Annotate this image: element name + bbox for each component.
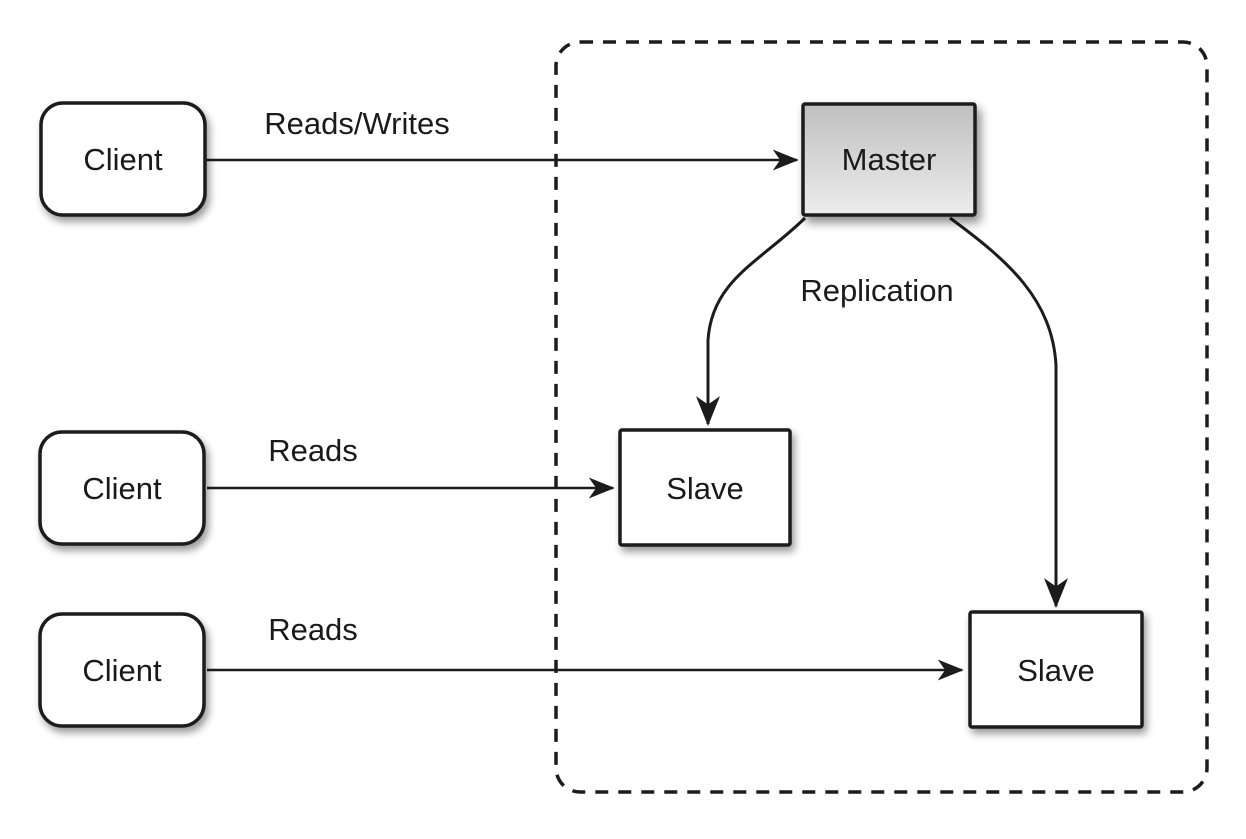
edge-label-reads-top: Reads — [268, 433, 358, 468]
node-client1-label: Client — [83, 142, 163, 177]
replication-group-boundary — [554, 40, 1209, 794]
node-client2 — [38, 430, 206, 546]
edge-label-reads-bottom: Reads — [268, 612, 358, 647]
node-client1 — [39, 101, 207, 217]
node-master-label: Master — [842, 142, 937, 177]
edge-master-to-slave1 — [696, 216, 807, 427]
node-slave2 — [968, 610, 1144, 729]
edge-label-reads-writes: Reads/Writes — [264, 106, 450, 141]
edge-label-replication: Replication — [800, 273, 953, 308]
node-client3 — [38, 612, 206, 728]
node-slave1 — [618, 428, 792, 547]
node-master — [801, 102, 977, 217]
node-slave1-label: Slave — [666, 471, 744, 506]
edge-master-to-slave2 — [949, 216, 1068, 609]
node-client3-label: Client — [82, 653, 162, 688]
node-client2-label: Client — [82, 471, 162, 506]
node-slave2-label: Slave — [1017, 653, 1095, 688]
